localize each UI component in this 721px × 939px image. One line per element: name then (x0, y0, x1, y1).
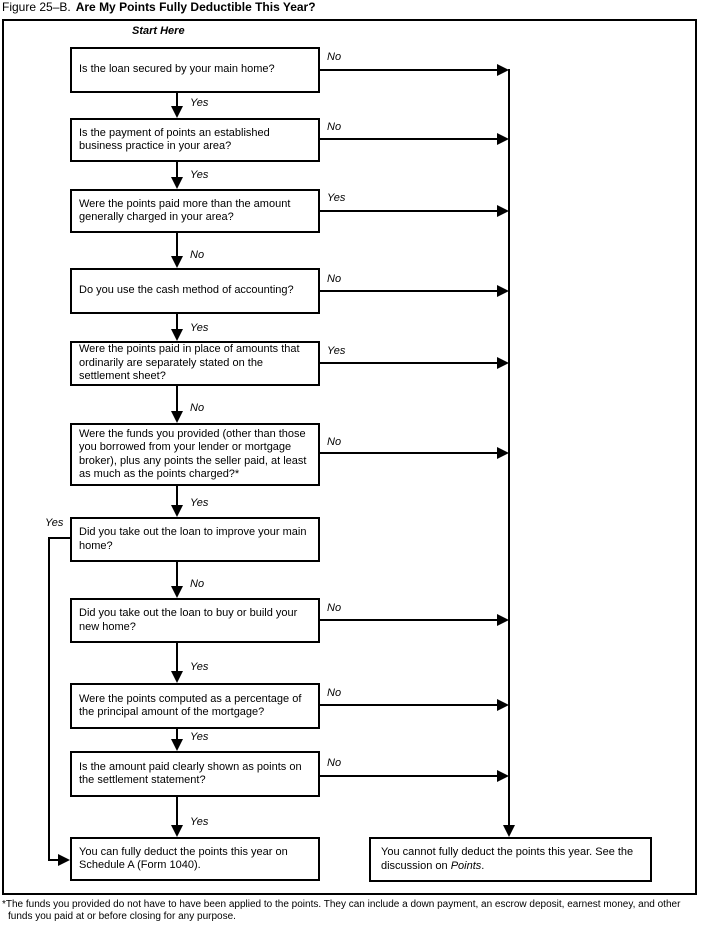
connector-q8-q9-arrowhead (171, 671, 183, 683)
connector-q4-q5-line (176, 313, 178, 329)
branch-q2-arrowhead (497, 133, 509, 145)
branch-q6-label: No (327, 436, 342, 448)
branch-q3-label: Yes (327, 192, 346, 204)
branch-q6-arrowhead (497, 447, 509, 459)
connector-q4-q5-arrowhead (171, 329, 183, 341)
connector-q2-q3-line (176, 161, 178, 177)
collector-arrowhead (503, 825, 515, 837)
branch-q9-arrowhead (497, 699, 509, 711)
bypass-q7-arrowhead (58, 854, 70, 866)
question-box-business-practice: Is the payment of points an established … (70, 118, 320, 162)
branch-q6-line (320, 452, 497, 454)
footnote: *The funds you provided do not have to h… (2, 899, 718, 923)
branch-q1-line (320, 69, 497, 71)
question-box-points-more-than: Were the points paid more than the amoun… (70, 189, 320, 233)
connector-q1-q2-arrowhead (171, 106, 183, 118)
branch-q8-label: No (327, 602, 342, 614)
branch-q8-arrowhead (497, 614, 509, 626)
question-box-percentage-principal: Were the points computed as a percentage… (70, 683, 320, 729)
branch-q10-line (320, 775, 497, 777)
branch-q5-label: Yes (327, 345, 346, 357)
branch-q4-line (320, 290, 497, 292)
flowchart-frame (2, 19, 697, 895)
branch-q10-arrowhead (497, 770, 509, 782)
start-here-label: Start Here (132, 25, 185, 37)
connector-q2-q3-label: Yes (190, 169, 209, 181)
result-box-can-deduct: You can fully deduct the points this yea… (70, 837, 320, 881)
branch-q4-arrowhead (497, 285, 509, 297)
branch-q5-line (320, 362, 497, 364)
connector-q5-q6-label: No (190, 402, 205, 414)
footnote-line-1: *The funds you provided do not have to h… (2, 899, 681, 910)
branch-q3-line (320, 210, 497, 212)
question-box-funds-provided: Were the funds you provided (other than … (70, 423, 320, 486)
branch-q10-label: No (327, 757, 342, 769)
connector-q2-q3-arrowhead (171, 177, 183, 189)
connector-q7-q8-arrowhead (171, 586, 183, 598)
question-box-in-place-of-amounts: Were the points paid in place of amounts… (70, 341, 320, 386)
connector-q3-q4-label: No (190, 249, 205, 261)
connector-q7-q8-label: No (190, 578, 205, 590)
question-box-improve-home: Did you take out the loan to improve you… (70, 517, 320, 562)
connector-q9-q10-label: Yes (190, 731, 209, 743)
connector-q3-q4-line (176, 232, 178, 256)
connector-q8-q9-label: Yes (190, 661, 209, 673)
bypass-q7-bottom-line (48, 859, 58, 861)
branch-q2-line (320, 138, 497, 140)
figure-title: Figure 25–B. Are My Points Fully Deductib… (2, 0, 316, 14)
branch-q4-label: No (327, 273, 342, 285)
points-reference: Points (450, 859, 482, 872)
branch-q5-arrowhead (497, 357, 509, 369)
branch-q2-label: No (327, 121, 342, 133)
collector-line (508, 69, 510, 826)
result-box-cannot-deduct: You cannot fully deduct the points this … (369, 837, 652, 882)
footnote-line-2: funds you paid at or before closing for … (8, 911, 236, 922)
figure-title-text: Are My Points Fully Deductible This Year… (75, 0, 316, 14)
branch-q9-label: No (327, 687, 342, 699)
connector-q6-q7-label: Yes (190, 497, 209, 509)
branch-q8-line (320, 619, 497, 621)
question-box-buy-build-home: Did you take out the loan to buy or buil… (70, 598, 320, 643)
question-box-loan-secured: Is the loan secured by your main home? (70, 47, 320, 93)
branch-q1-arrowhead (497, 64, 509, 76)
figure-number: Figure 25–B. (2, 0, 71, 14)
connector-q6-q7-arrowhead (171, 505, 183, 517)
question-box-cash-method: Do you use the cash method of accounting… (70, 268, 320, 314)
bypass-q7-vertical-line (48, 537, 50, 861)
connector-q1-q2-line (176, 92, 178, 106)
connector-q5-q6-arrowhead (171, 411, 183, 423)
connector-q9-q10-arrowhead (171, 739, 183, 751)
branch-q9-line (320, 704, 497, 706)
connector-q6-q7-line (176, 485, 178, 505)
connector-q3-q4-arrowhead (171, 256, 183, 268)
bypass-q7-top-line (48, 537, 70, 539)
question-box-clearly-shown: Is the amount paid clearly shown as poin… (70, 751, 320, 797)
branch-q1-label: No (327, 51, 342, 63)
connector-q1-q2-label: Yes (190, 97, 209, 109)
bypass-q7-label: Yes (45, 517, 64, 529)
branch-q3-arrowhead (497, 205, 509, 217)
connector-q9-q10-line (176, 728, 178, 739)
cannot-deduct-text: You cannot fully deduct the points this … (381, 846, 634, 872)
connector-q5-q6-line (176, 385, 178, 411)
connector-q10-result-arrowhead (171, 825, 183, 837)
connector-q10-result-line (176, 796, 178, 825)
connector-q10-result-label: Yes (190, 816, 209, 828)
connector-q7-q8-line (176, 561, 178, 586)
connector-q8-q9-line (176, 642, 178, 671)
connector-q4-q5-label: Yes (190, 322, 209, 334)
